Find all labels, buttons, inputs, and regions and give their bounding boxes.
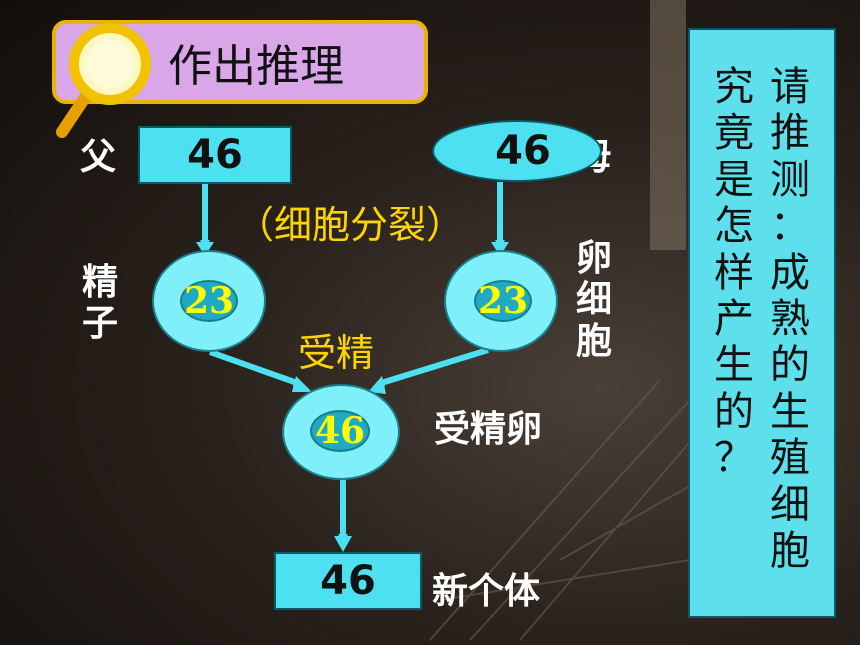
question-column-2: 究 竟 是 怎 样 产 生 的 ？	[706, 64, 762, 482]
egg-label-char: 胞	[575, 320, 612, 362]
question-char: 请	[770, 64, 810, 110]
sperm-label: 精 子	[80, 262, 120, 345]
question-char: 细	[770, 481, 810, 528]
sperm-label-char: 子	[81, 303, 118, 345]
question-char: 的	[770, 342, 810, 389]
mother-chromosome-count: 46	[495, 128, 551, 174]
question-char: 熟	[770, 295, 810, 342]
question-char: 究	[714, 64, 754, 110]
question-char: 竟	[714, 110, 754, 157]
question-char: 样	[714, 249, 754, 296]
question-char: 成	[770, 249, 810, 296]
question-char: 胞	[770, 527, 810, 574]
offspring-label: 新个体	[432, 571, 541, 612]
father-label: 父	[80, 137, 117, 178]
question-panel: 请 推 测 ： 成 熟 的 生 殖 细 胞 究 竟 是 怎 样 产 生 的 ？	[688, 28, 836, 618]
father-chromosome-box: 46	[138, 126, 292, 184]
question-char: 测	[770, 156, 810, 203]
sperm-label-char: 精	[81, 262, 118, 303]
question-char: 是	[714, 156, 754, 203]
question-char: 殖	[770, 435, 810, 482]
question-char: 的	[714, 388, 754, 435]
egg-chromosome-count: 23	[477, 280, 529, 322]
egg-label: 卵 细 胞	[574, 238, 614, 362]
fertilization-label: 受精	[298, 331, 375, 375]
egg-label-char: 细	[575, 279, 612, 321]
sperm-nucleus: 23	[180, 280, 238, 322]
question-char: 生	[714, 342, 754, 389]
question-char: 推	[770, 110, 810, 157]
egg-nucleus: 23	[474, 280, 532, 322]
egg-label-char: 卵	[575, 238, 612, 279]
question-column-1: 请 推 测 ： 成 熟 的 生 殖 细 胞	[762, 64, 818, 574]
division-label: （细胞分裂）	[236, 203, 465, 247]
zygote-nucleus: 46	[310, 410, 370, 452]
question-char: ？	[714, 435, 754, 482]
page-title: 作出推理	[168, 41, 344, 92]
question-char: 产	[714, 295, 754, 342]
offspring-chromosome-box: 46	[274, 552, 422, 610]
offspring-chromosome-count: 46	[320, 558, 376, 604]
magnifier-icon	[56, 23, 151, 138]
question-char: 生	[770, 388, 810, 435]
zygote-chromosome-count: 46	[314, 410, 366, 452]
zygote-label: 受精卵	[434, 409, 543, 450]
sperm-chromosome-count: 23	[183, 280, 235, 322]
question-char: 怎	[714, 203, 754, 250]
father-chromosome-count: 46	[187, 132, 243, 178]
mother-chromosome-ellipse	[432, 120, 602, 182]
question-char: ：	[770, 203, 810, 250]
